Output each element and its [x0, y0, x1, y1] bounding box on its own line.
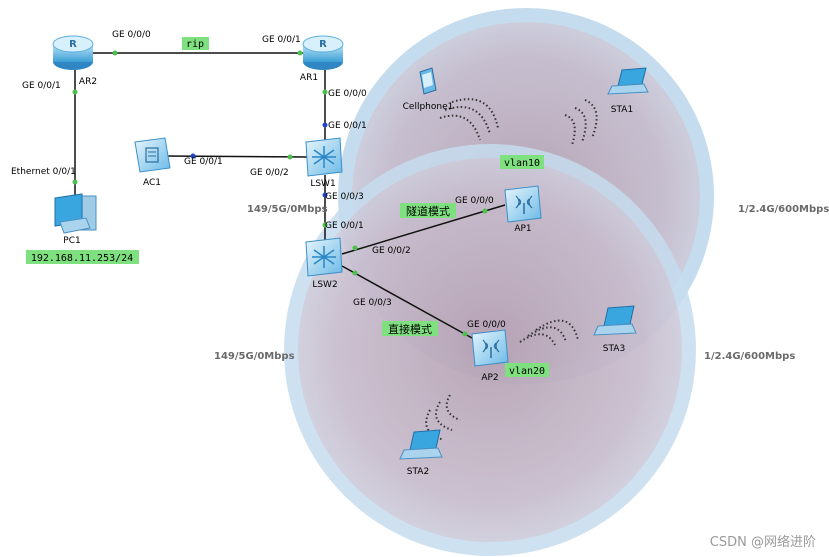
tag-direct-mode-bg [382, 321, 438, 336]
wifi-icon [515, 195, 533, 209]
label-lsw1: LSW1 [310, 179, 335, 189]
watermark: CSDN @网络进阶 [710, 534, 816, 550]
links [74, 52, 506, 339]
port-label-ar2-ge000: GE 0/0/0 [112, 30, 151, 40]
tag-pc-ip-bg [26, 250, 139, 264]
port-label-ar1-ge000: GE 0/0/0 [328, 89, 367, 99]
port-label-lsw2-ge002: GE 0/0/2 [372, 246, 411, 256]
tag-vlan10-bg [500, 155, 544, 169]
wifi-icon [482, 339, 500, 353]
tag-vlan20: vlan20 [509, 366, 545, 377]
label-ac1: AC1 [143, 178, 161, 188]
label-pc1: PC1 [63, 236, 80, 246]
access-point-ap1[interactable] [504, 185, 542, 223]
controller-ac1[interactable] [134, 137, 171, 173]
laptop-sta3[interactable] [593, 305, 637, 336]
rate-ap1-5g: 149/5G/0Mbps [247, 204, 328, 215]
port-label-lsw2-ge001: GE 0/0/1 [325, 221, 364, 231]
tag-tunnel-mode-bg [400, 203, 456, 218]
tag-pc-ip: 192.168.11.253/24 [31, 253, 133, 264]
link-ac1-lsw1[interactable] [162, 155, 308, 158]
router-ar1[interactable]: R [302, 35, 344, 70]
pc-pc1[interactable] [54, 193, 97, 234]
port-label-ap2-ge000: GE 0/0/0 [467, 320, 506, 330]
port-label-lsw1-ge003: GE 0/0/3 [325, 192, 364, 202]
port-label-lsw2-ge003: GE 0/0/3 [353, 298, 392, 308]
tag-tunnel-mode: 隧道模式 [406, 204, 450, 218]
label-ap1: AP1 [514, 224, 531, 234]
rate-ap1-24g: 1/2.4G/600Mbps [738, 204, 829, 215]
port-label-ac1-ge001: GE 0/0/1 [184, 157, 223, 167]
label-ar1: AR1 [300, 73, 318, 83]
tag-rip-bg [182, 37, 209, 50]
laptop-sta2[interactable] [399, 429, 443, 460]
label-sta2: STA2 [407, 467, 429, 477]
switch-lsw1[interactable] [305, 137, 343, 177]
port-label-ar2-ge001: GE 0/0/1 [22, 81, 61, 91]
tag-direct-mode: 直接模式 [388, 322, 432, 336]
router-icon: R [69, 39, 77, 50]
port-label-lsw1-ge001: GE 0/0/1 [328, 121, 367, 131]
link-lsw2-ap2[interactable] [341, 265, 473, 339]
tag-rip: rip [186, 39, 204, 50]
rate-ap2-5g: 149/5G/0Mbps [214, 351, 295, 362]
label-ap2: AP2 [481, 373, 498, 383]
tag-vlan20-bg [505, 363, 549, 377]
port-label-lsw1-ge002: GE 0/0/2 [250, 168, 289, 178]
access-point-ap2[interactable] [471, 329, 509, 367]
laptop-sta1[interactable] [607, 67, 649, 95]
label-cellphone1: Cellphone1 [403, 102, 454, 112]
port-label-ar1-ge001: GE 0/0/1 [262, 35, 301, 45]
switch-lsw2[interactable] [305, 237, 343, 277]
label-sta3: STA3 [603, 344, 625, 354]
router-icon: R [319, 39, 327, 50]
port-label-pc1-eth: Ethernet 0/0/1 [11, 167, 76, 177]
tag-vlan10: vlan10 [504, 158, 540, 169]
rate-ap2-24g: 1/2.4G/600Mbps [704, 351, 795, 362]
label-lsw2: LSW2 [312, 280, 337, 290]
signal-arcs [425, 98, 598, 441]
port-label-ap1-ge000: GE 0/0/0 [455, 196, 494, 206]
port-dots [72, 50, 488, 337]
link-lsw2-ap1[interactable] [341, 204, 506, 255]
router-ar2[interactable]: R [52, 35, 94, 70]
cellphone-cellphone1[interactable] [419, 67, 437, 95]
label-sta1: STA1 [611, 105, 633, 115]
label-ar2: AR2 [79, 77, 97, 87]
